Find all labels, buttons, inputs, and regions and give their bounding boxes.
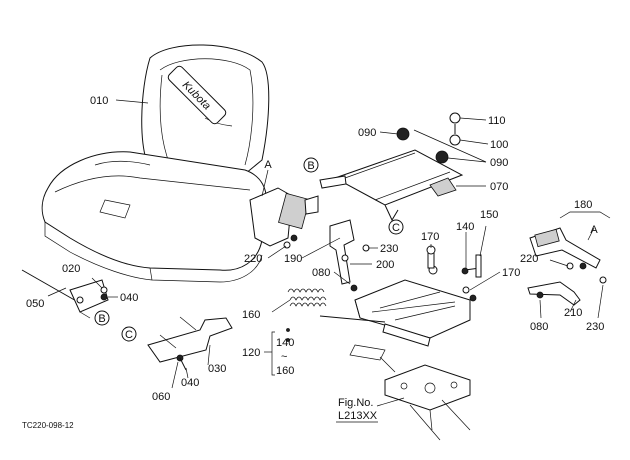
range-end: 160 <box>276 365 294 377</box>
fig-ref-line2: L213XX <box>338 410 378 422</box>
part-label: 090 <box>358 127 376 139</box>
part-label: 080 <box>530 321 548 333</box>
part-labels: 010 020 030 040 040 050 060 070 080 080 … <box>22 95 604 430</box>
callout-a-right: A <box>590 224 598 236</box>
callout-b-rail: B <box>303 157 319 173</box>
part-label: 070 <box>490 181 508 193</box>
part-label: 200 <box>376 259 394 271</box>
part-label: 040 <box>181 377 199 389</box>
slide-rails-070 <box>319 112 464 222</box>
part-label: 230 <box>380 243 398 255</box>
part-label: 220 <box>520 253 538 265</box>
range-tilde: ~ <box>281 351 287 363</box>
part-label: 230 <box>586 321 604 333</box>
part-label: 170 <box>421 231 439 243</box>
left-bracket-020 <box>21 269 109 313</box>
right-seatbelt-180 <box>527 227 607 306</box>
part-label: 030 <box>208 363 226 375</box>
part-label: 180 <box>574 199 592 211</box>
part-label: 060 <box>152 391 170 403</box>
callout-c-rail: C <box>388 219 404 235</box>
bolt-140-150 <box>461 254 482 278</box>
leader-lines <box>47 99 611 407</box>
springs-160 <box>287 288 327 307</box>
svg-text:C: C <box>392 222 400 234</box>
part-label: 150 <box>480 209 498 221</box>
callout-c-seat: C <box>121 326 137 342</box>
right-bracket-030 <box>147 316 233 371</box>
svg-text:B: B <box>307 160 314 172</box>
part-label: 160 <box>242 309 260 321</box>
svg-text:B: B <box>98 313 105 325</box>
range-start: 140 <box>276 337 294 349</box>
diagram-code: TC220-098-12 <box>22 421 74 430</box>
part-label: 140 <box>456 221 474 233</box>
part-label: 080 <box>312 267 330 279</box>
part-label: 210 <box>564 307 582 319</box>
part-label: 170 <box>502 267 520 279</box>
bolt-170 <box>426 245 436 269</box>
part-label: 100 <box>490 139 508 151</box>
part-label: 020 <box>62 263 80 275</box>
part-label: 190 <box>284 253 302 265</box>
suspension-base-120 <box>319 265 477 441</box>
part-label: 220 <box>244 253 262 265</box>
callout-b-seat: B <box>79 310 110 326</box>
callout-a-left: A <box>264 159 272 171</box>
fig-ref-line1: Fig.No. <box>338 397 373 409</box>
part-label: 090 <box>490 157 508 169</box>
buckle-200 <box>329 219 370 292</box>
part-label: 010 <box>90 95 108 107</box>
part-label: 050 <box>26 298 44 310</box>
part-label: 120 <box>242 347 260 359</box>
part-label: 040 <box>120 292 138 304</box>
seatbelt-190 <box>249 187 319 249</box>
seat: Kubota <box>41 44 270 283</box>
svg-text:C: C <box>125 329 133 341</box>
part-label: 110 <box>488 115 506 127</box>
